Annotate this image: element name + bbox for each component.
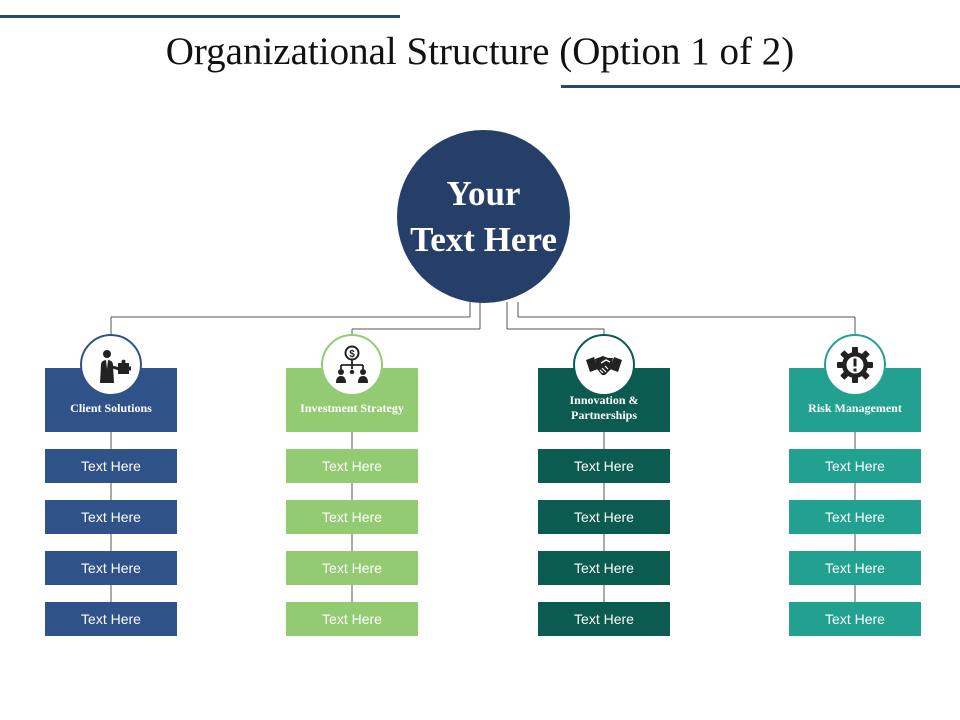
dollar-hierarchy-icon: $: [321, 334, 383, 396]
department-item[interactable]: Text Here: [789, 449, 921, 483]
department-item[interactable]: Text Here: [45, 449, 177, 483]
department-item[interactable]: Text Here: [286, 551, 418, 585]
department-item[interactable]: Text Here: [789, 551, 921, 585]
handshake-icon: [573, 334, 635, 396]
root-node[interactable]: Your Text Here: [397, 130, 570, 303]
department-header[interactable]: Investment Strategy: [286, 368, 418, 432]
department-item[interactable]: Text Here: [789, 602, 921, 636]
department-item[interactable]: Text Here: [538, 500, 670, 534]
department-item[interactable]: Text Here: [538, 602, 670, 636]
department-item[interactable]: Text Here: [286, 449, 418, 483]
department-item[interactable]: Text Here: [45, 551, 177, 585]
department-item[interactable]: Text Here: [45, 602, 177, 636]
businessman-puzzle-icon: [80, 334, 142, 396]
decorative-line-top-right: [561, 85, 960, 88]
department-item[interactable]: Text Here: [538, 551, 670, 585]
department-name: Investment Strategy: [300, 400, 404, 415]
department-item[interactable]: Text Here: [286, 500, 418, 534]
gear-alert-icon: [824, 334, 886, 396]
department-name: Innovation & Partnerships: [569, 393, 639, 422]
department-item[interactable]: Text Here: [538, 449, 670, 483]
department-name: Client Solutions: [70, 400, 152, 415]
svg-text:$: $: [349, 349, 355, 360]
department-item[interactable]: Text Here: [45, 500, 177, 534]
department-item[interactable]: Text Here: [789, 500, 921, 534]
department-name: Risk Management: [808, 400, 902, 415]
slide-title: Organizational Structure (Option 1 of 2): [165, 30, 795, 73]
department-item[interactable]: Text Here: [286, 602, 418, 636]
decorative-line-top-left: [0, 15, 400, 18]
